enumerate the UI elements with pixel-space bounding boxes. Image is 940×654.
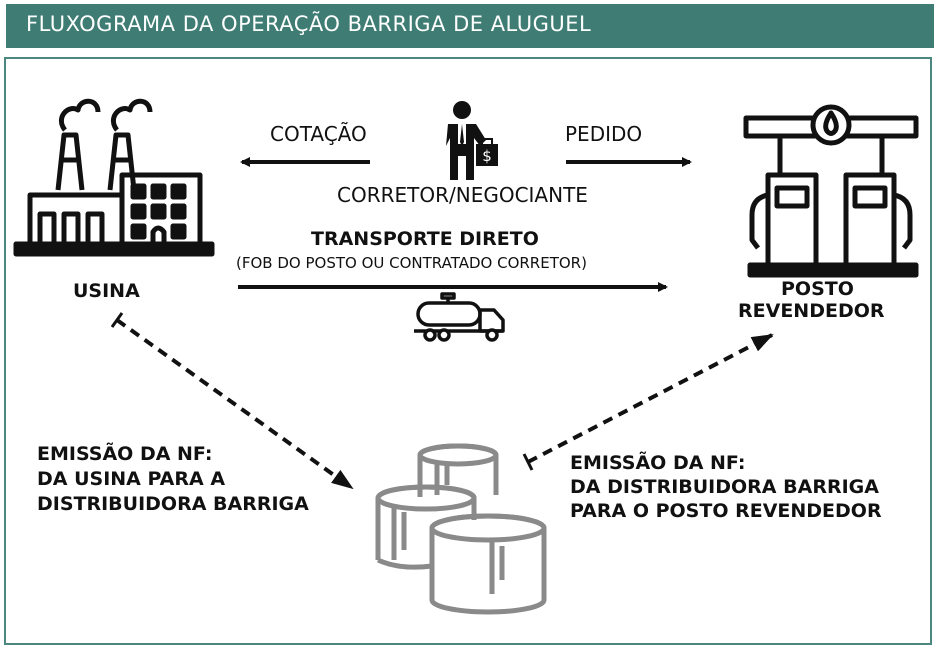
nf-distribuidora-arrow	[522, 333, 774, 471]
transporte-title: TRANSPORTE DIRETO	[311, 228, 539, 250]
nf-left-line2: DA USINA PARA A	[37, 468, 226, 490]
tanker-truck-icon	[414, 292, 505, 342]
transporte-subtitle: (FOB DO POSTO OU CONTRATADO CORRETOR)	[236, 254, 587, 272]
cotacao-label: COTAÇÃO	[270, 122, 367, 146]
gas-station-icon	[743, 104, 919, 278]
posto-label-line2: REVENDEDOR	[738, 300, 885, 322]
diagram-frame	[4, 57, 932, 645]
header-bar: FLUXOGRAMA DA OPERAÇÃO BARRIGA DE ALUGUE…	[6, 4, 934, 48]
svg-text:$: $	[482, 147, 492, 165]
usina-label: USINA	[73, 280, 140, 302]
nf-left-line1: EMISSÃO DA NF:	[37, 443, 213, 465]
storage-tanks-icon	[375, 443, 547, 615]
pedido-label: PEDIDO	[565, 122, 643, 146]
nf-right-line2: DA DISTRIBUIDORA BARRIGA	[570, 476, 879, 498]
nf-left-line3: DISTRIBUIDORA BARRIGA	[37, 493, 309, 515]
nf-right-line1: EMISSÃO DA NF:	[570, 452, 746, 474]
page-title: FLUXOGRAMA DA OPERAÇÃO BARRIGA DE ALUGUE…	[26, 12, 592, 36]
corretor-label: CORRETOR/NEGOCIANTE	[337, 183, 588, 207]
nf-right-line3: PARA O POSTO REVENDEDOR	[570, 500, 882, 522]
posto-label-line1: POSTO	[781, 278, 854, 300]
factory-icon	[13, 98, 215, 257]
nf-usina-arrow	[110, 312, 354, 490]
businessman-icon: $	[446, 101, 498, 180]
